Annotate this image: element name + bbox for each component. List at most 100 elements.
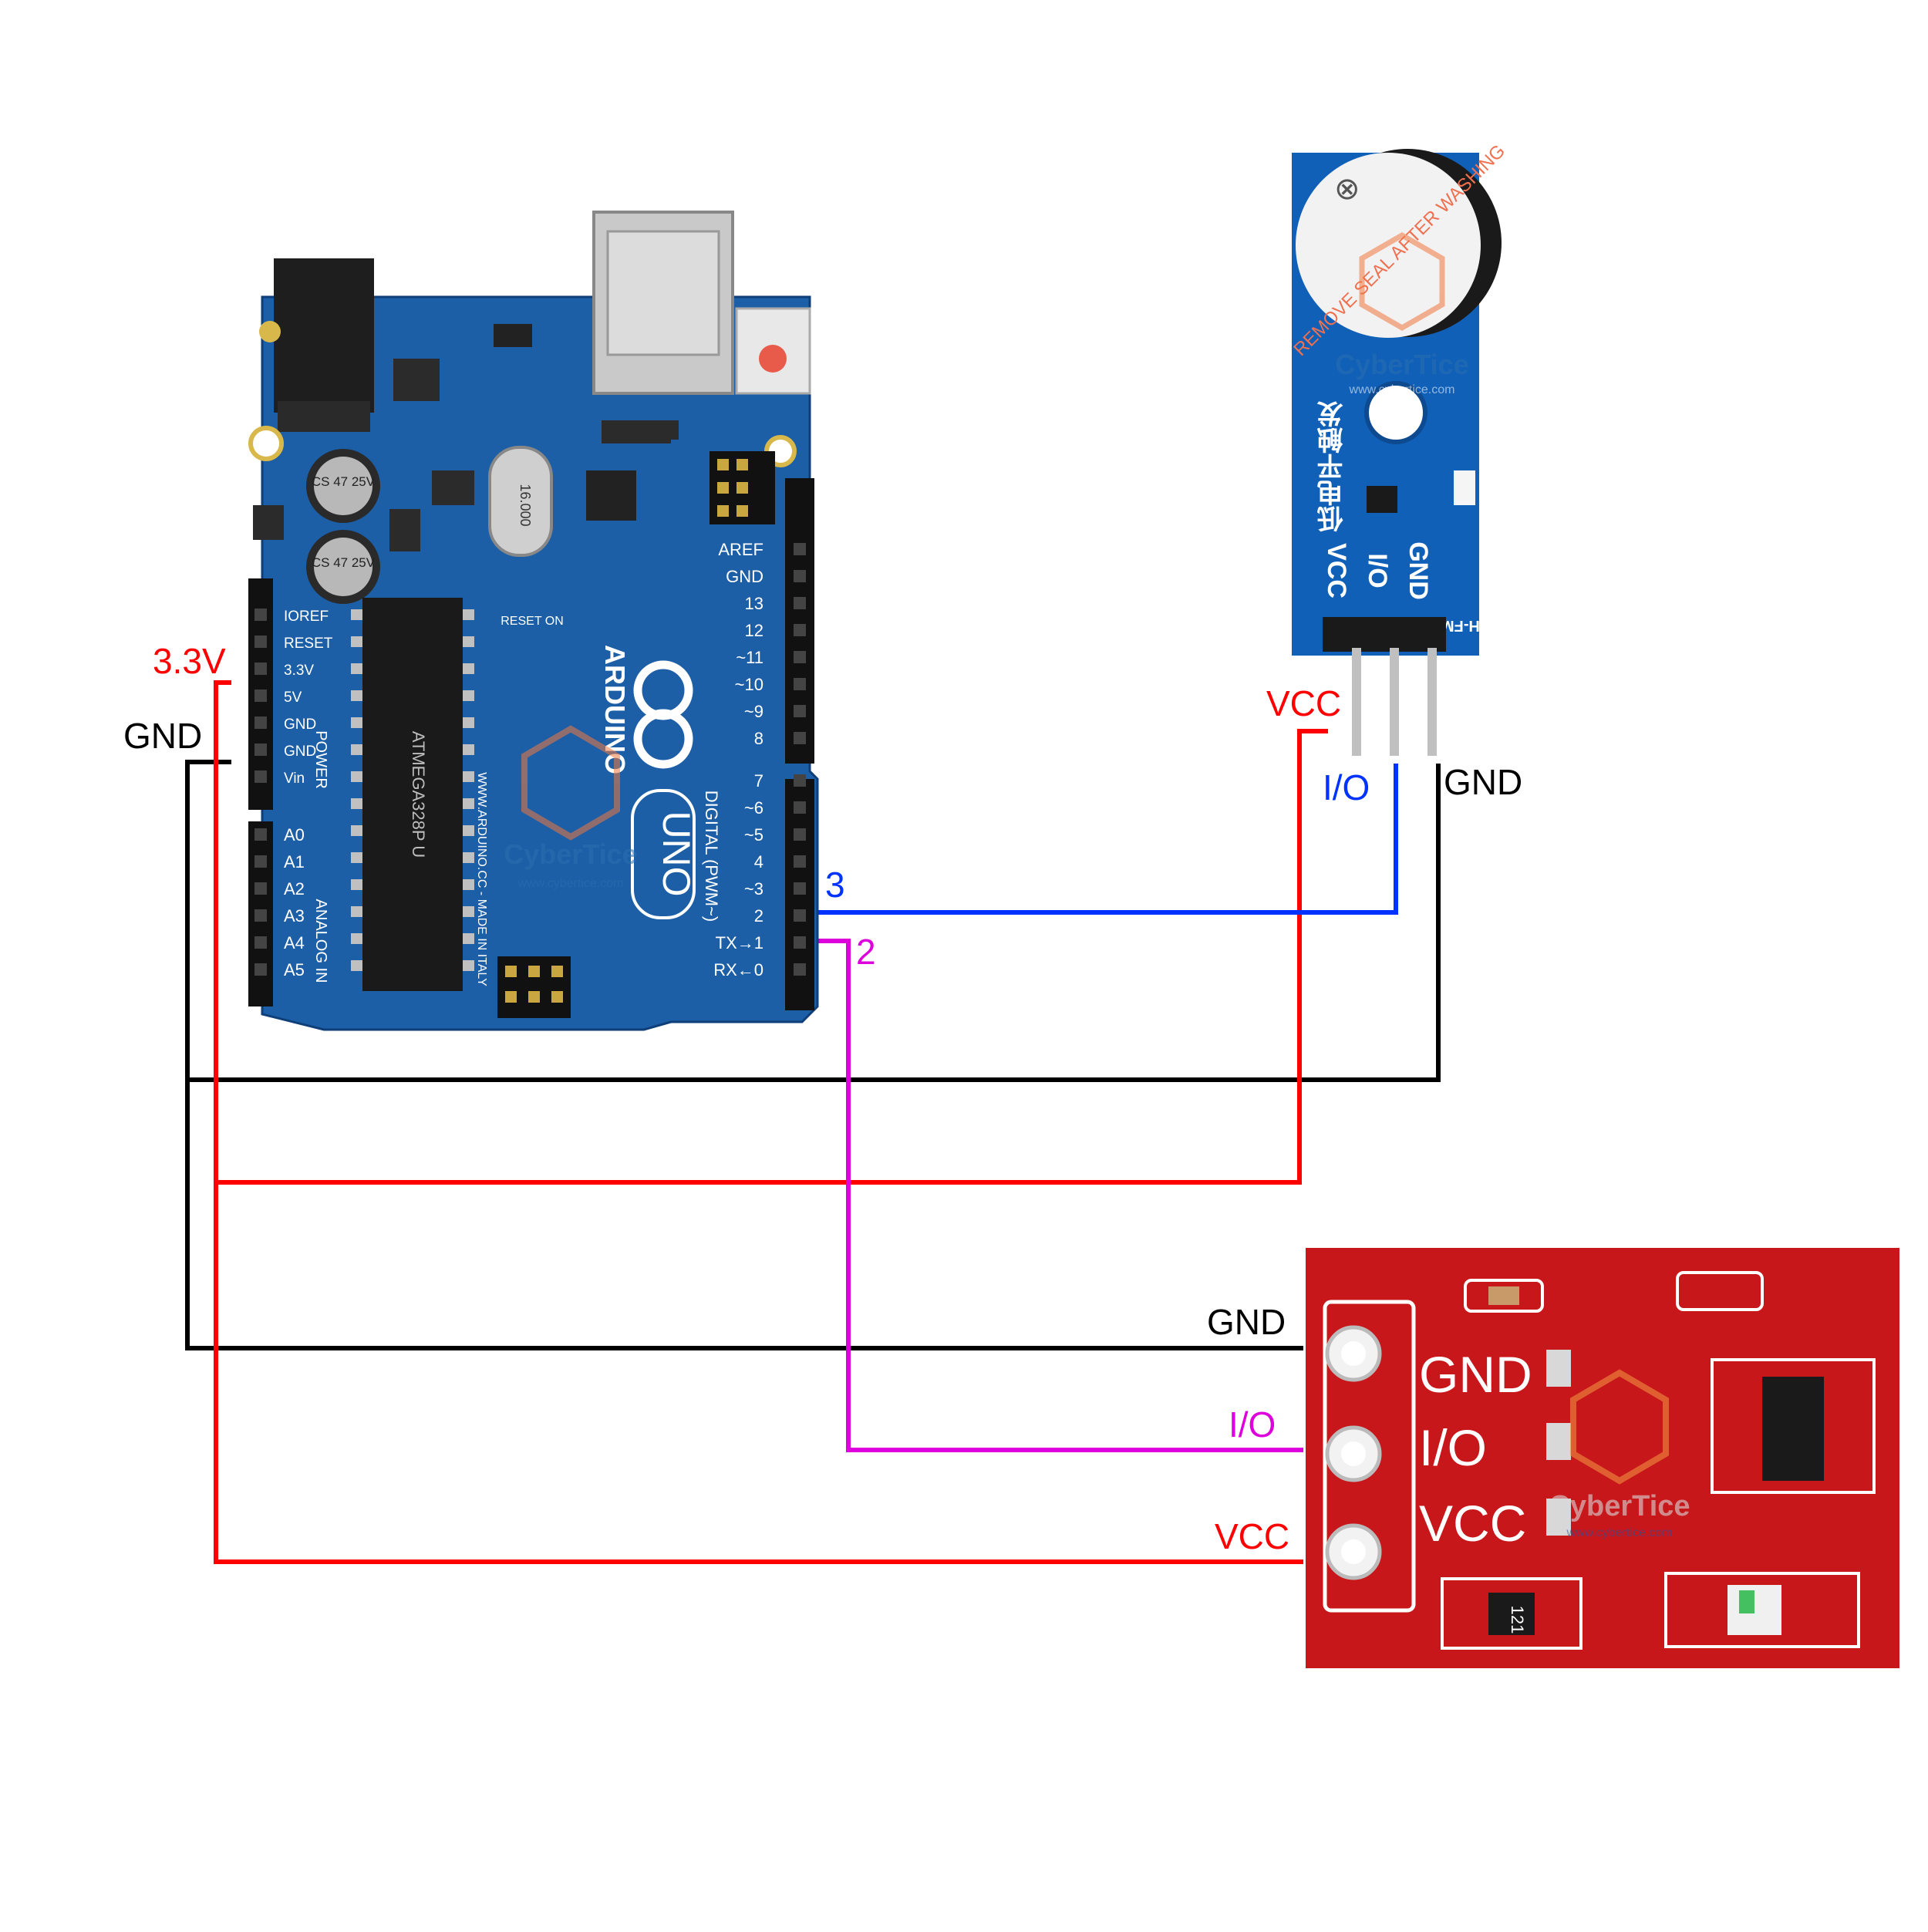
header-socket <box>254 909 267 922</box>
header-socket <box>254 770 267 783</box>
power-pin-label: GND <box>284 716 316 733</box>
buzzer-pin-label: I/O <box>1363 553 1392 588</box>
arduino-model: UNO <box>655 811 698 896</box>
touch-led-outline <box>1664 1572 1860 1648</box>
digital-pin-label: 12 <box>745 621 763 640</box>
arduino-logo <box>633 660 693 769</box>
buzzer-x-mark: ⊗ <box>1334 172 1360 206</box>
watermark-buzzer: CyberTice www.cybertice.com <box>1335 231 1469 396</box>
touch-capacitor <box>1488 1286 1519 1305</box>
uno-badge <box>631 789 696 919</box>
header-socket <box>794 828 806 841</box>
watermark-url: www.cybertice.com <box>1349 383 1455 396</box>
digital-pin-label: ~11 <box>736 648 763 667</box>
power-pin-label: RESET <box>284 636 333 652</box>
touch-smd-top-left <box>1464 1279 1544 1313</box>
mounting-hole <box>259 321 281 342</box>
analog-pin-label: A4 <box>284 933 305 953</box>
label-buzzer-gnd: GND <box>1444 762 1522 802</box>
digital-pin-label: RX←0 <box>713 960 763 979</box>
chip-legs <box>463 609 474 971</box>
digital-pin-label: 4 <box>754 852 763 872</box>
watermark-url: www.cybertice.com <box>1566 1526 1673 1539</box>
chip-legs <box>351 609 362 971</box>
label-buzzer-vcc: VCC <box>1266 683 1341 723</box>
header-socket <box>794 774 806 787</box>
digital-pin-label: AREF <box>718 540 763 559</box>
cybertice-logo <box>1570 1369 1669 1485</box>
chip-leg <box>463 663 474 674</box>
fuse <box>494 324 532 347</box>
power-pin-label: 3.3V <box>284 663 314 679</box>
label-arduino-gnd: GND <box>123 716 202 756</box>
header-socket <box>254 855 267 868</box>
touch-smd-pad <box>1546 1350 1571 1387</box>
touch-pin-label: VCC <box>1419 1495 1526 1552</box>
buzzer-pin-label: VCC <box>1322 543 1351 598</box>
header-socket <box>794 651 806 663</box>
digital-pin-label: 2 <box>754 906 763 926</box>
digital-pin-label: 8 <box>754 729 763 748</box>
header-socket <box>254 828 267 841</box>
header-socket <box>794 855 806 868</box>
watermark-name: CyberTice <box>1549 1490 1690 1522</box>
header-socket <box>794 597 806 609</box>
buzzer-mount-hole <box>1364 381 1427 444</box>
wire-gnd-touch <box>185 1080 1303 1350</box>
header-socket <box>254 963 267 976</box>
chip-leg <box>351 825 362 836</box>
chip-leg <box>463 636 474 647</box>
wire-3v3-buzzer <box>214 680 1328 1185</box>
power-pin-label: Vin <box>284 770 305 787</box>
touch-ic <box>1762 1377 1824 1481</box>
chip-leg <box>463 906 474 917</box>
touch-pad-gnd-hole <box>1341 1341 1366 1366</box>
digital-pin-label: 13 <box>745 594 763 613</box>
chip-label: ATMEGA328P U <box>409 731 428 858</box>
touch-silk-outline <box>1323 1300 1416 1613</box>
usb-chip <box>586 470 636 521</box>
power-jack <box>274 258 374 413</box>
reset-button <box>759 345 787 373</box>
touch-pad-io-hole <box>1341 1441 1366 1466</box>
touch-resistor-code: 121 <box>1508 1606 1527 1634</box>
digital-pin-label: 7 <box>754 771 763 791</box>
header-socket <box>254 636 267 648</box>
chip-leg <box>351 933 362 944</box>
power-pin-label: IOREF <box>284 609 329 625</box>
header-socket <box>794 678 806 690</box>
buzzer-resistor <box>1454 470 1475 505</box>
chip-leg <box>463 744 474 755</box>
icsp-header <box>710 451 775 524</box>
label-touch-gnd: GND <box>1207 1302 1286 1342</box>
crystal <box>488 446 553 557</box>
chip-leg <box>463 798 474 809</box>
label-arduino-pin2: 2 <box>856 932 876 972</box>
header-socket <box>794 732 806 744</box>
arduino-website: WWW.ARDUINO.CC - MADE IN ITALY <box>475 772 488 986</box>
label-arduino-pin3: 3 <box>825 865 845 905</box>
capacitor-label: CS 47 25V <box>312 474 376 489</box>
header-socket <box>794 936 806 949</box>
header-socket <box>794 882 806 895</box>
analog-pin-label: A0 <box>284 825 305 845</box>
power-header-title: POWER <box>312 730 329 789</box>
label-touch-vcc: VCC <box>1215 1516 1289 1556</box>
wire-signal-pin2 <box>817 939 1303 1452</box>
mounting-hole <box>248 426 284 461</box>
buzzer-transistor <box>1367 486 1397 513</box>
power-jack-base <box>278 401 370 432</box>
analog-pin-label: A5 <box>284 960 305 979</box>
wire-3v3-touch <box>214 1182 1303 1564</box>
chip-leg <box>351 771 362 782</box>
touch-smd-pad <box>1546 1499 1571 1536</box>
chip-leg <box>351 906 362 917</box>
digital-pin-label: ~5 <box>744 825 763 845</box>
cybertice-logo <box>521 725 620 841</box>
regulator <box>393 359 440 401</box>
